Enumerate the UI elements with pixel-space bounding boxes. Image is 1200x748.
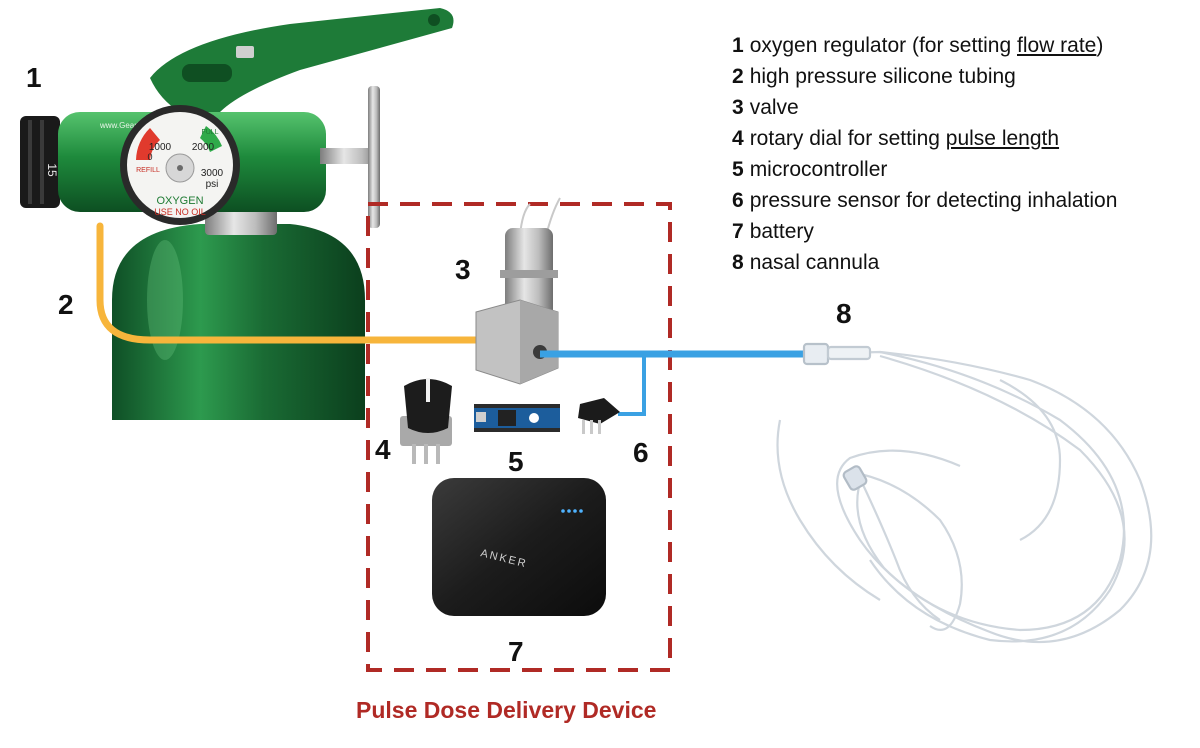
oxygen-regulator: 15 www.GearBags.com 1000 2000 3000 psi 0… (20, 8, 454, 228)
callout-6: 6 (633, 437, 649, 468)
gauge-full: FULL (201, 129, 218, 136)
outlet-tubing (540, 350, 806, 416)
callout-2: 2 (58, 289, 74, 320)
battery: ANKER (432, 478, 606, 616)
microcontroller (474, 404, 560, 432)
callout-7: 7 (508, 636, 524, 667)
flow-dial-value: 15 (45, 163, 59, 177)
callout-5: 5 (508, 446, 524, 477)
gauge-tick-1000: 1000 (149, 142, 172, 153)
rotary-dial (400, 378, 452, 464)
oxygen-cylinder (112, 205, 365, 420)
gauge-unit: psi (206, 179, 219, 190)
device-caption: Pulse Dose Delivery Device (356, 697, 657, 723)
gauge-tick-2000: 2000 (192, 142, 215, 153)
callout-3: 3 (455, 254, 471, 285)
silicone-tubing (96, 222, 480, 344)
gauge-tick-0: 0 (147, 152, 152, 162)
valve (475, 197, 561, 385)
gauge-tick-3000: 3000 (201, 168, 224, 179)
callout-1: 1 (26, 62, 42, 93)
gauge-refill: REFILL (136, 167, 160, 174)
nasal-cannula (776, 342, 1153, 644)
gauge-oxygen: OXYGEN (156, 195, 203, 207)
callout-4: 4 (375, 434, 391, 465)
gauge-no-oil: USE NO OIL (154, 207, 206, 217)
callout-8: 8 (836, 298, 852, 329)
pressure-sensor (578, 398, 620, 434)
